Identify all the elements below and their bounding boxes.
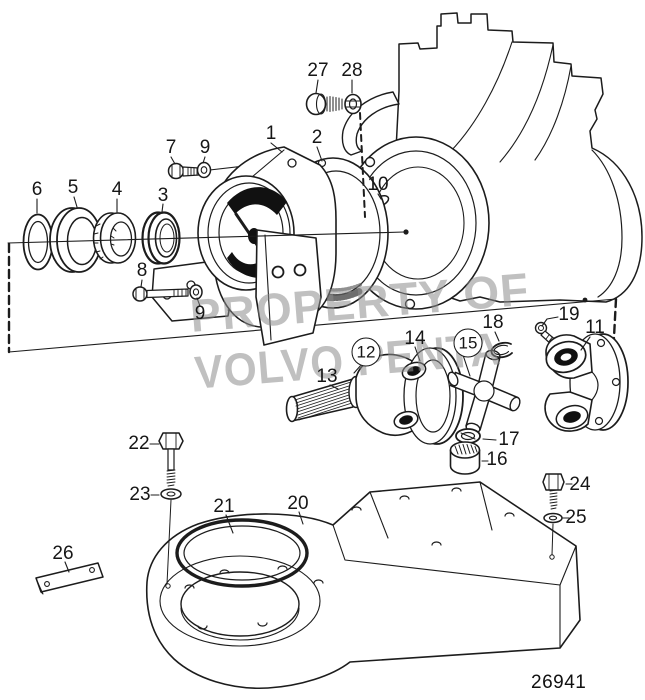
callout-2: 2 — [311, 127, 323, 148]
callout-5: 5 — [67, 177, 79, 198]
anode-plate-26 — [35, 562, 104, 595]
bolt-22 — [158, 432, 184, 585]
bearing-housing-1 — [151, 146, 337, 346]
seal-rings — [22, 207, 181, 273]
ring-4 — [92, 212, 137, 264]
bolt-7 — [167, 162, 200, 180]
washer-23 — [160, 488, 182, 500]
callout-3: 3 — [157, 185, 169, 206]
leader-lines — [36, 79, 591, 573]
callout-6: 6 — [31, 179, 43, 200]
callout-25: 25 — [565, 507, 587, 528]
callout-26: 26 — [52, 543, 74, 564]
callout-15-circled: 15 — [453, 328, 483, 358]
ring-3 — [141, 211, 181, 265]
callout-12-circled: 12 — [351, 337, 381, 367]
figure-number: 26941 — [531, 672, 587, 693]
callout-9: 9 — [199, 137, 211, 158]
o-ring-21 — [175, 518, 309, 588]
engine-hose — [341, 91, 400, 156]
bolt27-dashed-line — [359, 112, 366, 218]
callout-24: 24 — [569, 474, 591, 495]
callout-8: 8 — [136, 260, 148, 281]
callout-20: 20 — [287, 493, 309, 514]
callout-27: 27 — [307, 60, 329, 81]
driveshaft-13 — [285, 375, 364, 423]
callout-10: 10 — [367, 174, 389, 195]
yoke-12 — [355, 347, 464, 445]
callout-16: 16 — [486, 449, 508, 470]
callout-19: 19 — [558, 304, 580, 325]
bolt-24 — [542, 473, 565, 556]
yoke-flange-11 — [544, 333, 629, 432]
callout-4: 4 — [111, 179, 123, 200]
washer-17 — [455, 428, 481, 444]
callout-28: 28 — [341, 60, 363, 81]
bearing-cup-16 — [449, 441, 481, 475]
circlip-18 — [490, 341, 513, 359]
bolt-8 — [132, 286, 189, 302]
callout-18: 18 — [482, 312, 504, 333]
base-housing-20 — [145, 481, 581, 690]
axis-anchor-dot — [403, 229, 409, 235]
washer-28 — [344, 93, 362, 115]
callout-23: 23 — [129, 484, 151, 505]
ring-5 — [49, 207, 102, 273]
bolt-27 — [305, 92, 343, 116]
callout-11: 11 — [585, 317, 605, 338]
callout-14: 14 — [404, 328, 426, 349]
callout-13: 13 — [316, 366, 338, 387]
callout-17: 17 — [498, 429, 520, 450]
callout-7: 7 — [165, 137, 177, 158]
washer-9-bottom — [189, 284, 203, 300]
washer-25 — [543, 512, 563, 524]
axis-line — [7, 231, 405, 244]
callout-1: 1 — [265, 123, 277, 144]
spider-cross-15 — [447, 349, 521, 434]
callout-22: 22 — [128, 433, 150, 454]
callout-9: 9 — [194, 303, 206, 324]
callout-21: 21 — [213, 496, 235, 517]
washer-9-top — [196, 161, 212, 179]
